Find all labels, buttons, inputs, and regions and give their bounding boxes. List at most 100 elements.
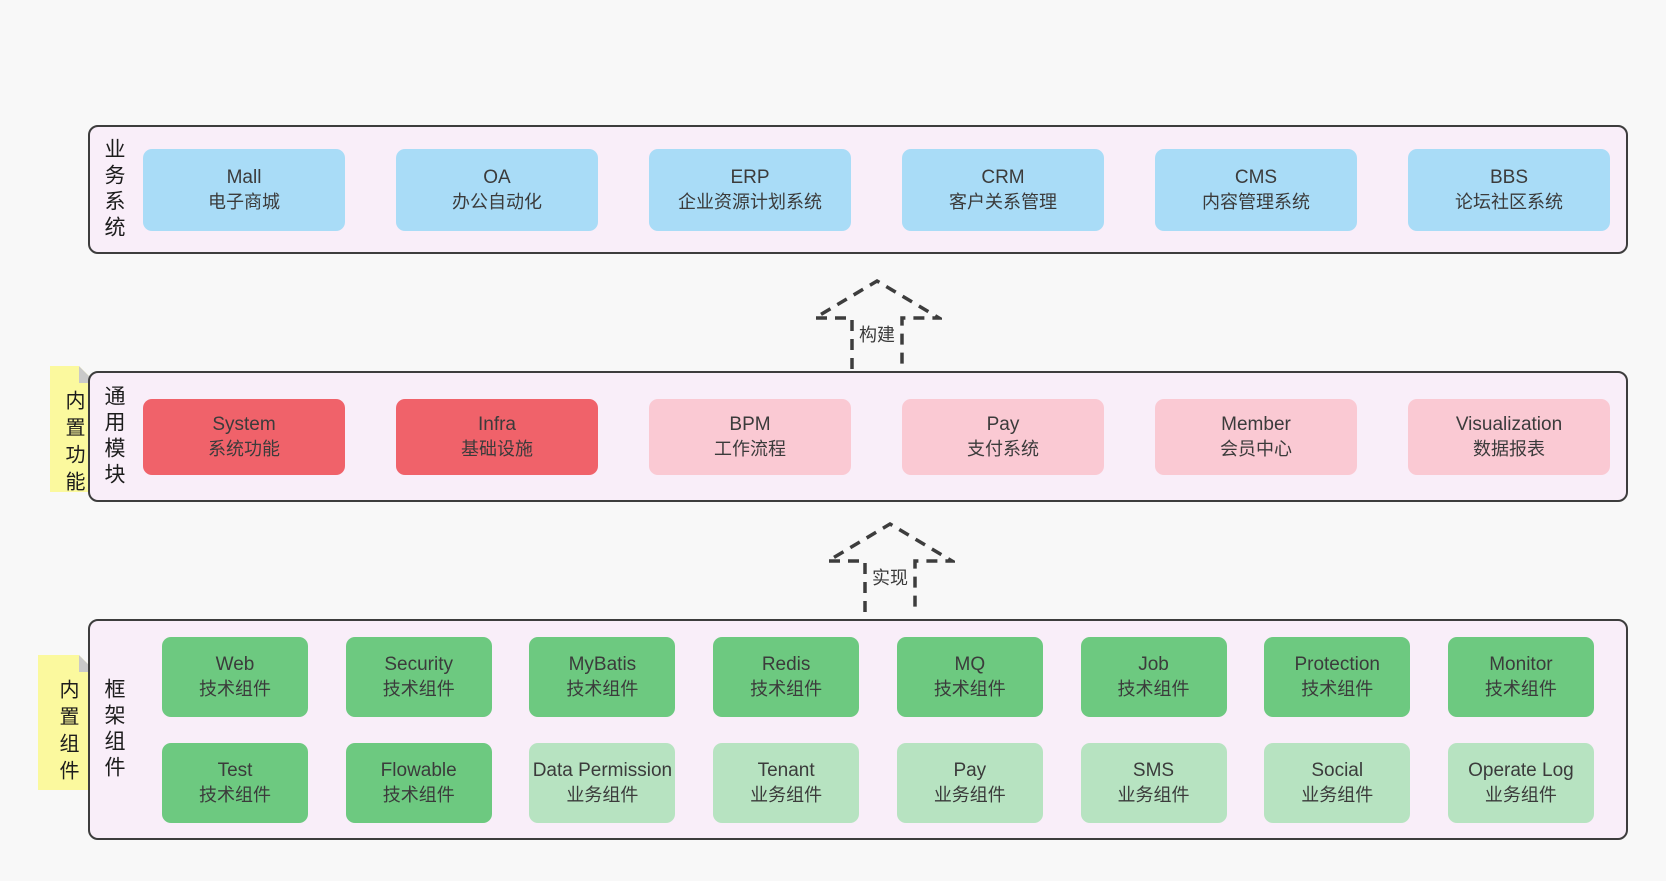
box-name: SMS bbox=[1132, 759, 1175, 781]
box-mall: Mall 电子商城 bbox=[143, 148, 345, 231]
box-desc: 技术组件 bbox=[199, 678, 271, 699]
box-tenant: Tenant 业务组件 bbox=[713, 742, 860, 823]
box-mybatis: MyBatis 技术组件 bbox=[529, 636, 676, 717]
box-desc: 技术组件 bbox=[1301, 678, 1374, 699]
panel-label: 业务系统 bbox=[102, 137, 125, 242]
box-name: Operate Log bbox=[1468, 759, 1574, 781]
box-name: Web bbox=[215, 653, 255, 675]
box-desc: 企业资源计划系统 bbox=[678, 191, 822, 212]
box-name: Test bbox=[217, 759, 253, 781]
box-name: Job bbox=[1138, 653, 1169, 675]
box-desc: 会员中心 bbox=[1220, 438, 1292, 459]
box-desc: 论坛社区系统 bbox=[1455, 191, 1563, 212]
box-name: Protection bbox=[1294, 653, 1380, 675]
sticky-note-label: 内置功能 bbox=[62, 390, 84, 498]
box-sms: SMS 业务组件 bbox=[1080, 742, 1227, 823]
box-name: Social bbox=[1311, 759, 1364, 781]
box-desc: 客户关系管理 bbox=[949, 191, 1057, 212]
panel-label: 框架组件 bbox=[102, 677, 125, 782]
box-social: Social 业务组件 bbox=[1264, 742, 1411, 823]
box-oa: OA 办公自动化 bbox=[396, 148, 598, 231]
box-desc: 技术组件 bbox=[382, 784, 455, 805]
box-name: CMS bbox=[1234, 166, 1278, 188]
box-pay: Pay 支付系统 bbox=[902, 398, 1104, 475]
box-desc: 基础设施 bbox=[461, 438, 533, 459]
box-security: Security 技术组件 bbox=[345, 636, 492, 717]
box-bbs: BBS 论坛社区系统 bbox=[1408, 148, 1610, 231]
box-name: Infra bbox=[477, 413, 517, 435]
box-flowable: Flowable 技术组件 bbox=[345, 742, 492, 823]
box-name: Pay bbox=[953, 759, 987, 781]
box-system: System 系统功能 bbox=[143, 398, 345, 475]
box-test: Test 技术组件 bbox=[162, 742, 308, 823]
box-name: Security bbox=[384, 653, 454, 675]
box-desc: 技术组件 bbox=[1484, 678, 1557, 699]
box-mq: MQ 技术组件 bbox=[896, 636, 1043, 717]
box-name: Tenant bbox=[757, 759, 815, 781]
box-desc: 工作流程 bbox=[714, 438, 786, 459]
box-desc: 技术组件 bbox=[933, 678, 1006, 699]
box-operate-log: Operate Log 业务组件 bbox=[1447, 742, 1594, 823]
box-desc: 内容管理系统 bbox=[1202, 191, 1310, 212]
box-desc: 技术组件 bbox=[566, 678, 639, 699]
box-desc: 技术组件 bbox=[199, 784, 271, 805]
box-name: OA bbox=[483, 166, 511, 188]
arrow-label: 构建 bbox=[855, 321, 899, 347]
box-name: System bbox=[212, 413, 276, 435]
box-erp: ERP 企业资源计划系统 bbox=[649, 148, 851, 231]
component-boxes-grid: Web 技术组件 Security 技术组件 MyBatis 技术组件 Redi… bbox=[124, 636, 1626, 823]
dashed-up-arrow-icon bbox=[825, 521, 955, 612]
panel-common-modules: 通用模块 System 系统功能 Infra 基础设施 BPM 工作流程 Pay… bbox=[88, 371, 1628, 502]
box-desc: 技术组件 bbox=[1117, 678, 1190, 699]
build-arrow: 构建 bbox=[812, 277, 942, 369]
box-name: Mall bbox=[226, 166, 262, 188]
panel-framework-components: 框架组件 Web 技术组件 Security 技术组件 MyBatis 技术组件… bbox=[88, 619, 1628, 840]
implement-arrow: 实现 bbox=[825, 520, 955, 612]
box-desc: 支付系统 bbox=[967, 438, 1039, 459]
sticky-note-label: 内置组件 bbox=[56, 679, 78, 787]
box-name: BBS bbox=[1489, 166, 1529, 188]
box-desc: 业务组件 bbox=[1117, 784, 1190, 805]
box-name: MQ bbox=[954, 653, 986, 675]
box-desc: 业务组件 bbox=[933, 784, 1006, 805]
box-redis: Redis 技术组件 bbox=[713, 636, 860, 717]
panel-label: 通用模块 bbox=[102, 384, 125, 489]
box-desc: 业务组件 bbox=[1301, 784, 1374, 805]
box-job: Job 技术组件 bbox=[1080, 636, 1227, 717]
box-bpm: BPM 工作流程 bbox=[649, 398, 851, 475]
box-desc: 系统功能 bbox=[208, 438, 280, 459]
business-boxes-row: Mall 电子商城 OA 办公自动化 ERP 企业资源计划系统 CRM 客户关系… bbox=[124, 148, 1626, 231]
box-name: Visualization bbox=[1455, 413, 1563, 435]
box-name: Pay bbox=[986, 413, 1020, 435]
box-name: ERP bbox=[730, 166, 770, 188]
box-infra: Infra 基础设施 bbox=[396, 398, 598, 475]
box-name: MyBatis bbox=[568, 653, 637, 675]
box-name: CRM bbox=[981, 166, 1025, 188]
box-name: Redis bbox=[761, 653, 811, 675]
component-boxes-row-1: Web 技术组件 Security 技术组件 MyBatis 技术组件 Redi… bbox=[143, 636, 1610, 717]
box-name: BPM bbox=[729, 413, 771, 435]
box-name: Data Permission bbox=[532, 759, 673, 781]
panel-business-systems: 业务系统 Mall 电子商城 OA 办公自动化 ERP 企业资源计划系统 CRM… bbox=[88, 125, 1628, 254]
box-desc: 办公自动化 bbox=[452, 191, 542, 212]
dashed-up-arrow-icon bbox=[812, 278, 942, 369]
box-member: Member 会员中心 bbox=[1155, 398, 1357, 475]
box-name: Member bbox=[1221, 413, 1291, 435]
box-visualization: Visualization 数据报表 bbox=[1408, 398, 1610, 475]
box-monitor: Monitor 技术组件 bbox=[1447, 636, 1594, 717]
arrow-label: 实现 bbox=[868, 564, 912, 590]
box-desc: 电子商城 bbox=[208, 191, 280, 212]
box-desc: 业务组件 bbox=[750, 784, 823, 805]
box-desc: 业务组件 bbox=[1484, 784, 1557, 805]
box-data-permission: Data Permission 业务组件 bbox=[529, 742, 676, 823]
box-crm: CRM 客户关系管理 bbox=[902, 148, 1104, 231]
box-desc: 技术组件 bbox=[750, 678, 823, 699]
box-cms: CMS 内容管理系统 bbox=[1155, 148, 1357, 231]
component-boxes-row-2: Test 技术组件 Flowable 技术组件 Data Permission … bbox=[143, 742, 1610, 823]
box-desc: 数据报表 bbox=[1473, 438, 1545, 459]
box-desc: 业务组件 bbox=[566, 784, 639, 805]
box-desc: 技术组件 bbox=[382, 678, 455, 699]
module-boxes-row: System 系统功能 Infra 基础设施 BPM 工作流程 Pay 支付系统… bbox=[124, 398, 1626, 475]
box-protection: Protection 技术组件 bbox=[1264, 636, 1411, 717]
